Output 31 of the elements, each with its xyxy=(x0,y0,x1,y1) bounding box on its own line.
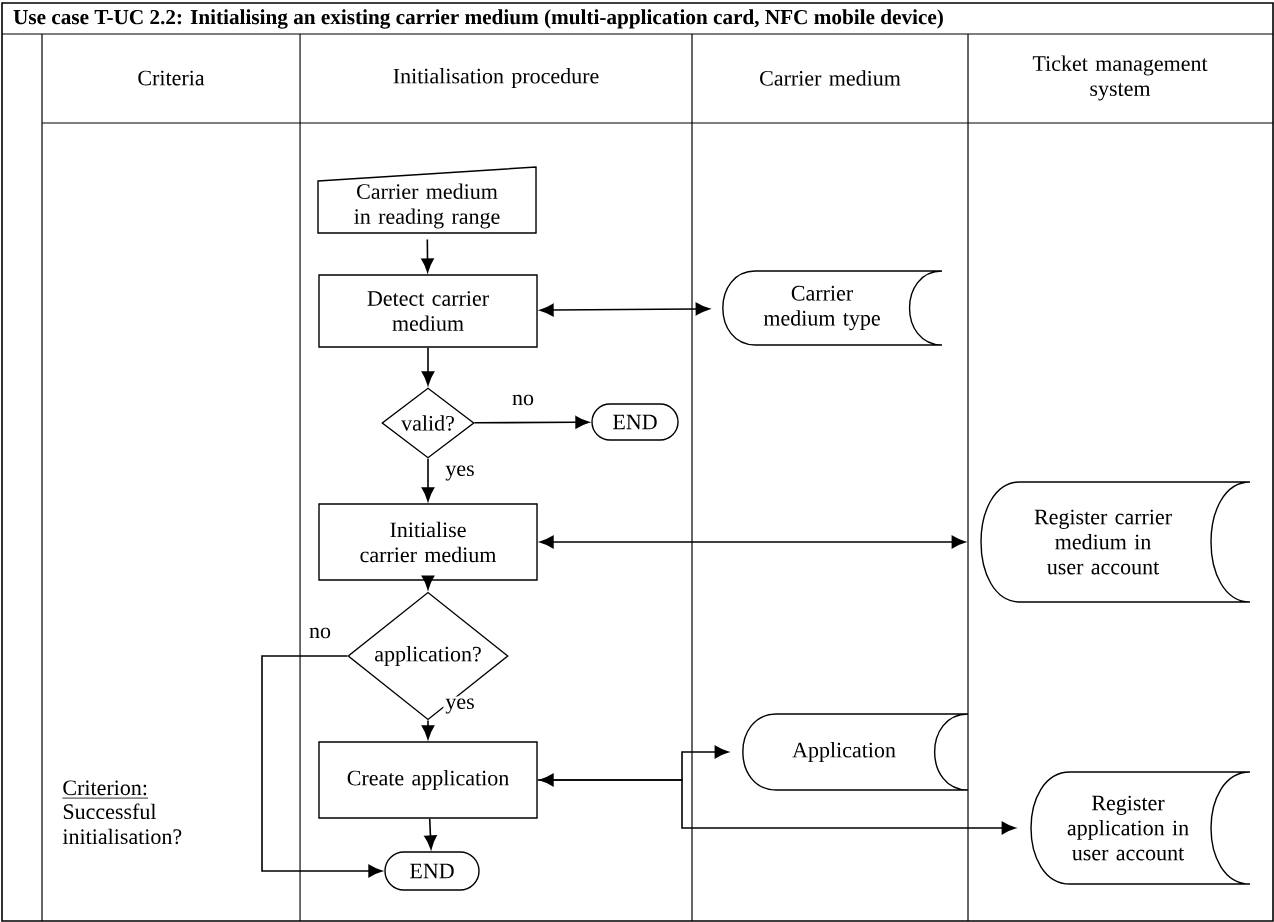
stored-data-shape: Register carrier medium in user account xyxy=(980,481,1251,603)
arrow xyxy=(539,745,729,787)
arrow xyxy=(421,719,435,740)
manual-input-box: Carrier medium in reading range xyxy=(317,166,537,234)
column-header: Initialisation procedure xyxy=(393,68,599,88)
column-header: Criteria xyxy=(138,70,205,86)
criterion-text: Successful initialisation? xyxy=(62,803,182,845)
stored-data-shape: Application xyxy=(742,713,969,791)
arrow xyxy=(421,346,435,386)
process-box: Create application xyxy=(318,741,538,819)
column-header: Ticket management system xyxy=(1032,55,1208,101)
stored-data-shape: Register application in user account xyxy=(1030,771,1251,885)
edge-label: no xyxy=(307,625,333,641)
criterion-heading: Criterion: xyxy=(62,780,149,799)
arrow xyxy=(473,416,590,429)
edge-label: yes xyxy=(443,696,477,716)
arrow xyxy=(539,535,966,549)
edge-label: yes xyxy=(443,463,477,483)
arrow xyxy=(424,817,437,850)
process-box: Detect carrier medium xyxy=(318,274,538,348)
stored-data-shape: Carrier medium type xyxy=(722,270,943,346)
arrow xyxy=(536,779,1016,835)
arrow xyxy=(421,575,435,590)
arrow xyxy=(421,457,435,502)
edge-label: no xyxy=(510,392,536,408)
table-title: Use case T-UC 2.2: Initialising an existing carrier medium (multi-application card, NFC mobile device) xyxy=(13,9,943,29)
arrow xyxy=(421,238,434,273)
arrow xyxy=(539,302,710,317)
arrow xyxy=(261,655,383,878)
process-box: Initialise carrier medium xyxy=(318,503,538,581)
column-header: Carrier medium xyxy=(760,70,901,86)
